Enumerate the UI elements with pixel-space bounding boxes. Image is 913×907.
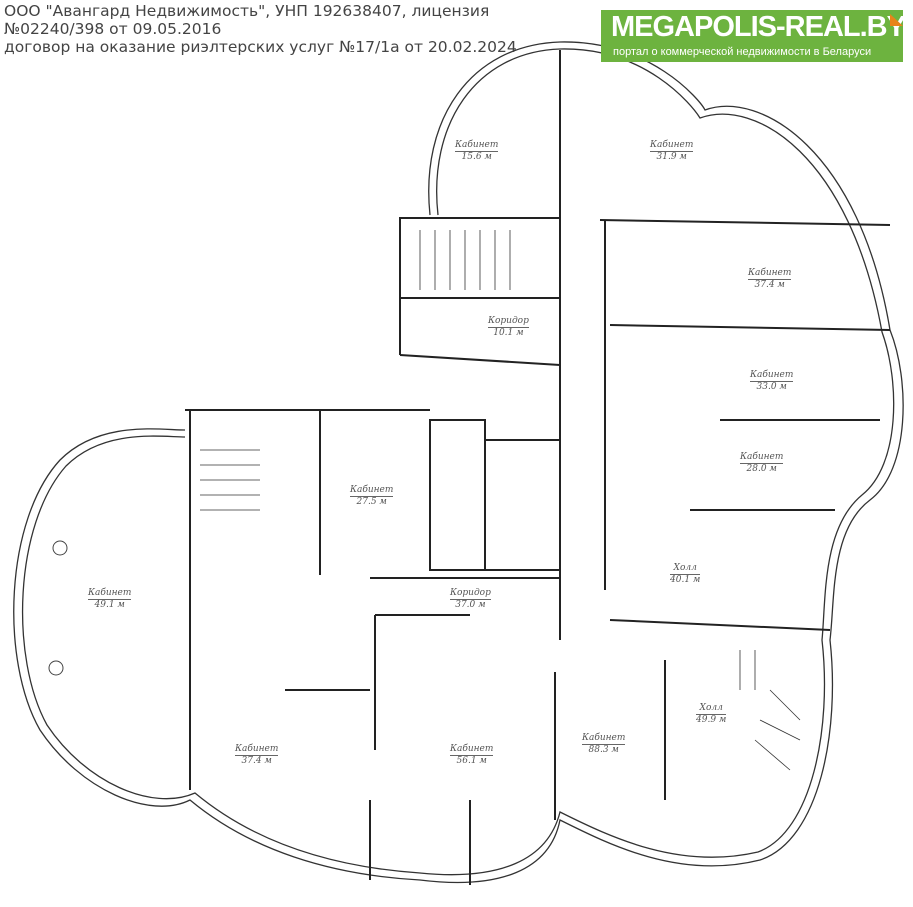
agency-info: ООО "Авангард Недвижимость", УНП 1926384… (4, 2, 594, 56)
column-icon (52, 540, 68, 556)
interior-walls (185, 50, 891, 885)
logo-title: MEGAPOLIS-REAL.BY (611, 11, 903, 43)
outer-wall (13, 41, 904, 884)
logo-subtitle: портал о коммерческой недвижимости в Бел… (613, 46, 872, 58)
stairs (200, 230, 801, 771)
column-icon (48, 660, 64, 676)
agency-license-line: ООО "Авангард Недвижимость", УНП 1926384… (4, 2, 490, 38)
agency-contract-line: договор на оказание риэлтерских услуг №1… (4, 38, 517, 56)
megapolis-logo[interactable]: MEGAPOLIS-REAL.BY портал о коммерческой … (601, 10, 903, 62)
logo-fold-icon (890, 14, 903, 26)
